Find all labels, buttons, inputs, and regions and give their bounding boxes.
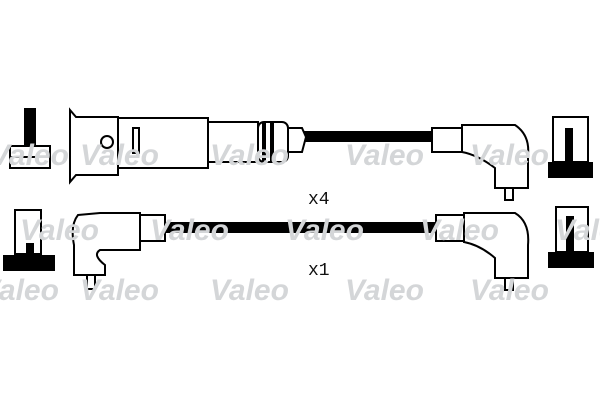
boot-slot xyxy=(132,127,140,154)
terminal-base xyxy=(548,162,593,178)
boot-pin xyxy=(86,274,96,290)
boot-sleeve xyxy=(139,214,166,242)
terminal-pin xyxy=(565,128,573,162)
distributor-boot xyxy=(71,212,141,276)
top-lead xyxy=(9,107,593,201)
watermark: Valeo xyxy=(210,139,289,172)
boot-sleeve xyxy=(207,121,259,163)
boot-pin xyxy=(504,187,514,201)
boot-sleeve xyxy=(435,214,465,242)
watermark: Valeo xyxy=(0,139,69,172)
watermark: Valeo xyxy=(0,274,59,307)
watermark: Valeo xyxy=(210,274,289,307)
watermark: Valeo xyxy=(345,274,424,307)
terminal-base xyxy=(3,255,55,271)
watermark: Valeo xyxy=(20,214,99,247)
boot-sleeve xyxy=(431,127,463,153)
watermark: Valeo xyxy=(285,214,364,247)
boot-tail xyxy=(287,127,308,153)
watermark: Valeo xyxy=(80,274,159,307)
terminal-pin xyxy=(26,243,34,255)
quantity-label-bottom: x1 xyxy=(308,261,330,281)
watermark: Valeo xyxy=(470,139,549,172)
watermark: Valeo xyxy=(345,139,424,172)
watermark: Valeo xyxy=(80,139,159,172)
watermark: Valeo xyxy=(150,214,229,247)
quantity-label-top: x4 xyxy=(308,190,330,210)
rib xyxy=(262,122,266,162)
bottom-lead xyxy=(3,206,594,291)
watermark-layer: Valeo Valeo Valeo Valeo Valeo Valeo Vale… xyxy=(0,139,600,307)
terminal-pin xyxy=(566,216,574,252)
rib xyxy=(270,122,274,162)
cable xyxy=(160,222,440,233)
watermark: Valeo xyxy=(555,214,600,247)
terminal-base xyxy=(548,252,594,268)
boot-pin xyxy=(504,277,514,291)
watermark: Valeo xyxy=(420,214,499,247)
watermark: Valeo xyxy=(470,274,549,307)
terminal xyxy=(24,108,36,146)
boot-clip xyxy=(100,135,114,149)
spark-plug-boot xyxy=(69,107,119,185)
cable xyxy=(300,131,440,142)
